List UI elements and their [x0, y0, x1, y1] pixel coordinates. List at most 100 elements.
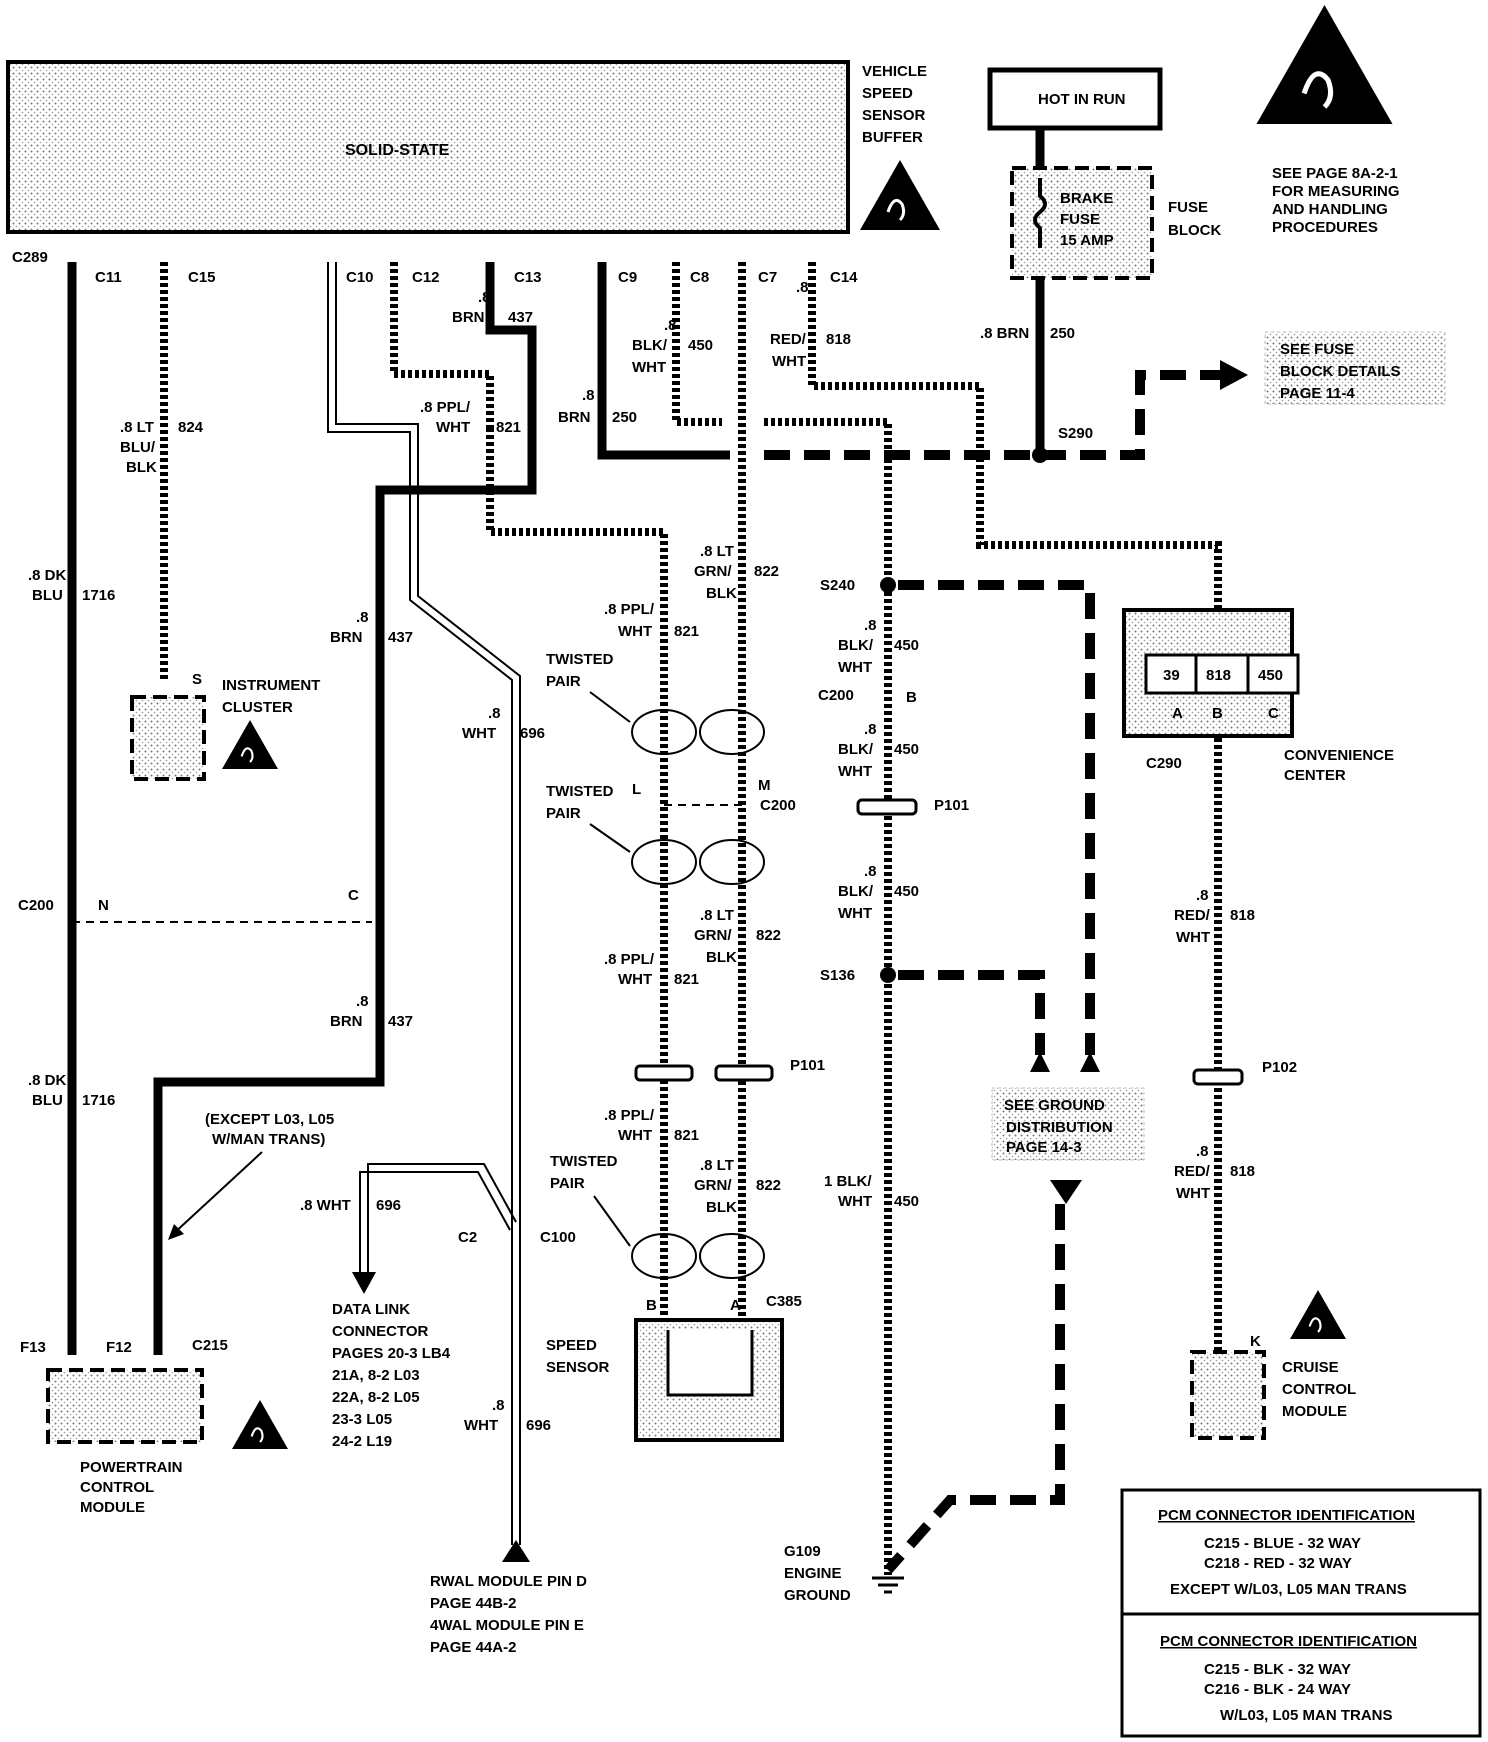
cc-pin-c: C	[1268, 705, 1279, 722]
cruise-control-box	[1190, 1350, 1266, 1440]
w818-a-3: WHT	[1176, 929, 1210, 946]
fuse-line-3: 15 AMP	[1060, 232, 1114, 249]
buffer-title-4: BUFFER	[862, 129, 923, 146]
data-link-6: 23-3 L05	[332, 1411, 392, 1428]
ground-dist-box	[991, 1087, 1145, 1161]
cc-cell-1: 39	[1163, 667, 1180, 684]
pin-c215: C215	[192, 1337, 228, 1354]
esd-icon	[858, 158, 942, 232]
c200-m-label: M	[758, 777, 771, 794]
w450-a-2: BLK/	[838, 637, 874, 654]
buffer-module-box	[6, 60, 850, 234]
w250-2: BRN	[558, 409, 591, 426]
w818-top-1: .8	[796, 279, 809, 296]
rwal-1: RWAL MODULE PIN D	[430, 1573, 587, 1590]
data-link-4: 21A, 8-2 L03	[332, 1367, 420, 1384]
esd-warning-icon	[1257, 5, 1393, 124]
w824-2: BLU/	[120, 439, 156, 456]
w437-top-1: .8	[478, 289, 491, 306]
hot-in-run-box	[987, 67, 1163, 131]
w437-bot-1: .8	[356, 993, 369, 1010]
cc-label-1: CONVENIENCE	[1284, 747, 1394, 764]
w450-top-4: 450	[688, 337, 713, 354]
pcm-2: CONTROL	[80, 1479, 154, 1496]
w450-c-2: BLK/	[838, 883, 874, 900]
w450-c-4: 450	[894, 883, 919, 900]
instrument-cluster-2: CLUSTER	[222, 699, 293, 716]
instrument-cluster-box	[130, 695, 206, 781]
twisted-pair-3-b: PAIR	[550, 1175, 585, 1192]
w822-c-3: BLK	[706, 1199, 737, 1216]
w821-c-2: WHT	[618, 1127, 652, 1144]
except-note-2: W/MAN TRANS)	[212, 1131, 325, 1148]
w450-c-1: .8	[864, 863, 877, 880]
pin-s: S	[192, 671, 202, 688]
w437-bot-2: BRN	[330, 1013, 363, 1030]
w821-c-3: 821	[674, 1127, 699, 1144]
esd-note-4: PROCEDURES	[1272, 219, 1378, 236]
c385-b-label: B	[646, 1297, 657, 1314]
w821-c-1: .8 PPL/	[604, 1107, 655, 1124]
w824-4: 824	[178, 419, 204, 436]
w818-a-1: .8	[1196, 887, 1209, 904]
w1716-bot-1: .8 DK	[28, 1072, 67, 1089]
w437-bot-3: 437	[388, 1013, 413, 1030]
w450-c-3: WHT	[838, 905, 872, 922]
data-link-7: 24-2 L19	[332, 1433, 392, 1450]
w821-b-2: WHT	[618, 971, 652, 988]
splice-s136-label: S136	[820, 967, 855, 984]
p102-label: P102	[1262, 1059, 1297, 1076]
cc-cell-2: 818	[1206, 667, 1231, 684]
pcm-id-1-line3: EXCEPT W/L03, L05 MAN TRANS	[1170, 1581, 1407, 1598]
pin-c289: C289	[12, 249, 48, 266]
fuse-icon	[1033, 178, 1047, 248]
w450-b-4: 450	[894, 741, 919, 758]
pin-c11: C11	[95, 269, 122, 286]
c200-l-label: L	[632, 781, 641, 798]
fuse-line-2: FUSE	[1060, 211, 1100, 228]
fuse-block-2: BLOCK	[1168, 222, 1221, 239]
cc-pin-b: B	[1212, 705, 1223, 722]
w822-a-2: GRN/	[694, 563, 732, 580]
splice-s240-label: S240	[820, 577, 855, 594]
w822-a-3: BLK	[706, 585, 737, 602]
w818-a-2: RED/	[1174, 907, 1211, 924]
see-fuse-3: PAGE 11-4	[1280, 385, 1355, 402]
pcm-3: MODULE	[80, 1499, 145, 1516]
ground-3: GROUND	[784, 1587, 851, 1604]
w696-b-2: 696	[376, 1197, 401, 1214]
data-link-1: DATA LINK	[332, 1301, 410, 1318]
pin-c13: C13	[514, 269, 542, 286]
pin-c7: C7	[758, 269, 777, 286]
w450-d-2: WHT	[838, 1193, 872, 1210]
data-link-arrow-icon	[352, 1272, 376, 1294]
w818-a-4: 818	[1230, 907, 1255, 924]
pcm-box	[46, 1368, 204, 1444]
pin-f12: F12	[106, 1339, 132, 1356]
fuse-line-1: BRAKE	[1060, 190, 1113, 207]
except-note-1: (EXCEPT L03, L05	[205, 1111, 334, 1128]
see-fuse-1: SEE FUSE	[1280, 341, 1354, 358]
w1716-top-3: 1716	[82, 587, 115, 604]
twisted-pair-2-b: PAIR	[546, 805, 581, 822]
cc-cell-3: 450	[1258, 667, 1283, 684]
w821-a-1: .8 PPL/	[604, 601, 655, 618]
buffer-title-2: SPEED	[862, 85, 913, 102]
w250-3: 250	[612, 409, 637, 426]
esd-icon	[1288, 1288, 1348, 1341]
c200-left-label: C200	[18, 897, 54, 914]
w450-b-1: .8	[864, 721, 877, 738]
w824-1: .8 LT	[120, 419, 154, 436]
p101-a-label: P101	[790, 1057, 825, 1074]
splice-s240	[880, 577, 896, 593]
w450-top-2: BLK/	[632, 337, 668, 354]
w818-top-3: WHT	[772, 353, 806, 370]
w696-a-2: WHT	[462, 725, 496, 742]
cc-label-2: CENTER	[1284, 767, 1346, 784]
w450-top-1: .8	[664, 317, 677, 334]
pcm-1: POWERTRAIN	[80, 1459, 183, 1476]
p101-b-label: P101	[934, 797, 969, 814]
cruise-2: CONTROL	[1282, 1381, 1356, 1398]
w821-b-1: .8 PPL/	[604, 951, 655, 968]
